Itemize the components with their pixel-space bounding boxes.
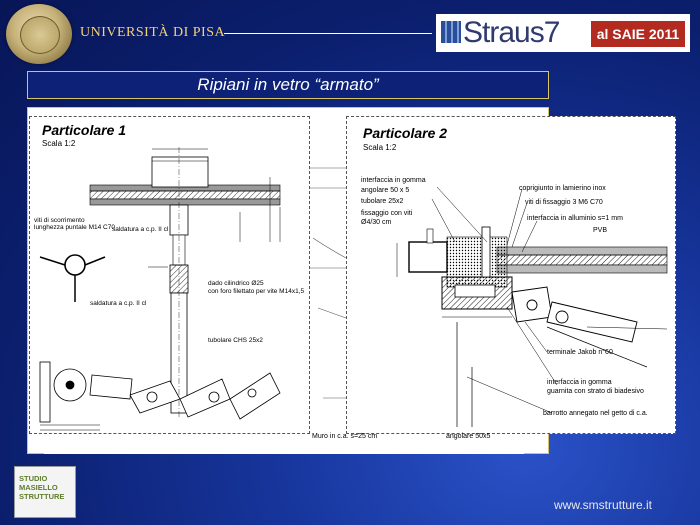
straus7-grid-icon [441, 21, 461, 43]
panel2-label: guarnita con strato di biadesivo [547, 388, 644, 395]
university-seal-logo [6, 4, 72, 64]
panel2-label: interfaccia in gomma [547, 379, 612, 386]
panel1-scale: Scala 1:2 [42, 139, 76, 148]
panel2-scale: Scala 1:2 [363, 143, 397, 152]
studio-logo: STUDIO MASIELLO STRUTTURE [14, 466, 76, 518]
saie-event-badge: al SAIE 2011 [591, 21, 685, 47]
panel1-label: con foro filettato per vite M14x1,5 [208, 288, 305, 295]
panel1-label: saldatura a c.p. II cl [90, 300, 147, 307]
detail-panel-2: Particolare 2 Scala 1:2 [346, 116, 676, 434]
panel1-label: saldatura a c.p. II cl [112, 226, 169, 233]
panel1-label: tubolare CHS 25x2 [208, 337, 263, 344]
panel2-label: terminale Jakob n°60 [547, 349, 613, 356]
panel2-label: interfaccia in gomma [361, 177, 426, 184]
detail-panel-1: Particolare 1 Scala 1:2 [29, 116, 310, 434]
studio-logo-line: MASIELLO [19, 483, 58, 492]
panel2-label: barrotto annegato nel getto di c.a. [543, 410, 648, 417]
panel2-label: PVB [593, 227, 608, 234]
wall-label: Muro in c.a. s=25 cm [312, 433, 378, 440]
university-name: UNIVERSITÀ DI PISA [80, 25, 226, 40]
panel2-drawing [396, 186, 668, 427]
slide-title: Ripiani in vetro “armato” [27, 71, 549, 99]
studio-logo-line: STUDIO [19, 474, 48, 483]
panel2-label: interfaccia in alluminio s=1 mm [527, 215, 623, 222]
panel1-label: dado cilindrico Ø25 [208, 280, 264, 287]
panel2-title: Particolare 2 [363, 125, 448, 141]
panel2-label: tubolare 25x2 [361, 198, 404, 205]
panel1-label: lunghezza puntale M14 C70 [34, 224, 115, 231]
angle-label: angolare 50x5 [446, 433, 491, 440]
straus7-brand-text: Straus7 [463, 16, 560, 49]
studio-logo-line: STRUTTURE [19, 492, 65, 501]
panel2-label: angolare 50 x 5 [361, 187, 410, 194]
panel1-drawing [39, 147, 281, 431]
panel1-label: viti di scorrimento [34, 217, 85, 224]
panel2-label: fissaggio con viti [361, 210, 413, 217]
panel1-title: Particolare 1 [42, 122, 127, 138]
straus7-banner-logo: Straus7 al SAIE 2011 [436, 14, 690, 52]
website-link[interactable]: www.smstrutture.it [554, 498, 653, 512]
panel2-label: Ø4/30 cm [361, 219, 392, 226]
panel2-label: coprigiunto in lamierino inox [519, 185, 606, 192]
header-divider [224, 33, 432, 34]
panel2-label: viti di fissaggio 3 M6 C70 [525, 199, 603, 206]
background-drawing-lines [310, 167, 348, 399]
